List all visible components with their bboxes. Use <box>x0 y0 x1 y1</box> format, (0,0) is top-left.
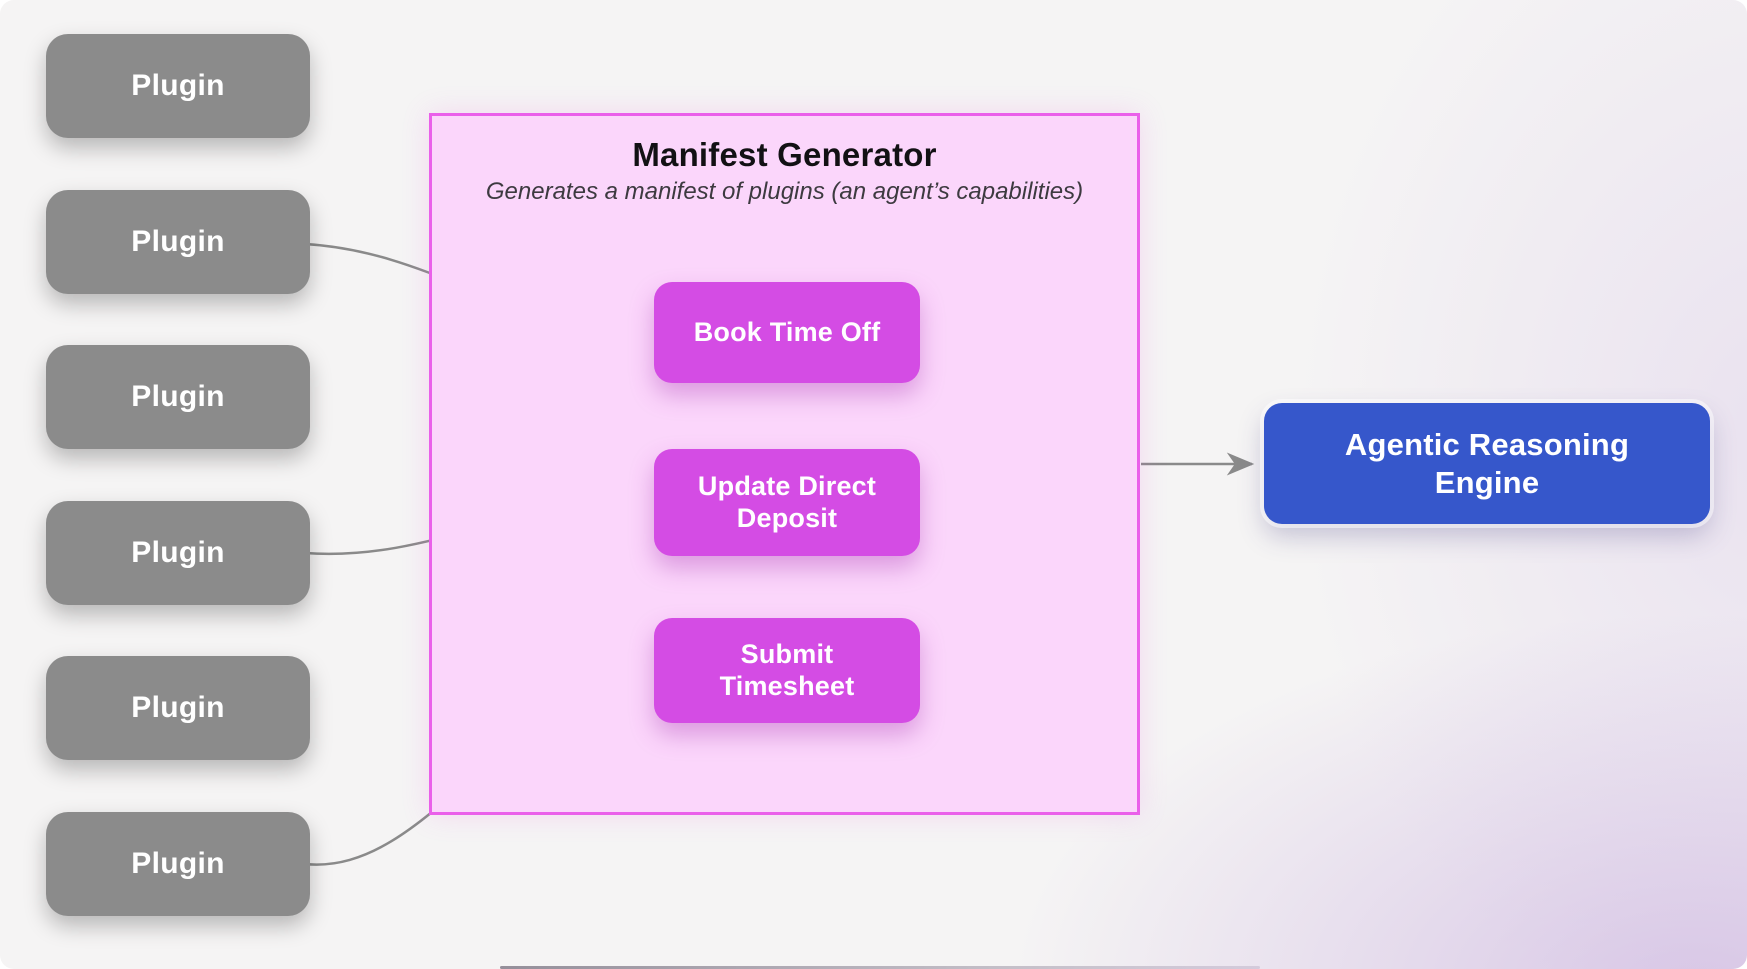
plugin-label: Plugin <box>131 536 225 569</box>
capability-update-direct-deposit: Update Direct Deposit <box>654 449 920 556</box>
plugin-label: Plugin <box>131 225 225 258</box>
plugin-label: Plugin <box>131 69 225 102</box>
capability-book-time-off: Book Time Off <box>654 282 920 383</box>
plugin-label: Plugin <box>131 691 225 724</box>
capability-submit-timesheet: Submit Timesheet <box>654 618 920 723</box>
plugin-node-5: Plugin <box>46 656 310 760</box>
plugin-label: Plugin <box>131 380 225 413</box>
plugin-node-2: Plugin <box>46 190 310 294</box>
agentic-reasoning-engine-node: Agentic Reasoning Engine <box>1264 403 1710 524</box>
manifest-generator-subtitle: Generates a manifest of plugins (an agen… <box>485 178 1084 205</box>
plugin-label: Plugin <box>131 847 225 880</box>
manifest-generator-title: Manifest Generator <box>632 136 937 173</box>
plugin-node-4: Plugin <box>46 501 310 605</box>
plugin-node-6: Plugin <box>46 812 310 916</box>
plugin-node-1: Plugin <box>46 34 310 138</box>
manifest-generator-container: Manifest Generator Generates a manifest … <box>429 113 1140 815</box>
plugin-node-3: Plugin <box>46 345 310 449</box>
bottom-edge-artifact <box>500 966 1260 969</box>
